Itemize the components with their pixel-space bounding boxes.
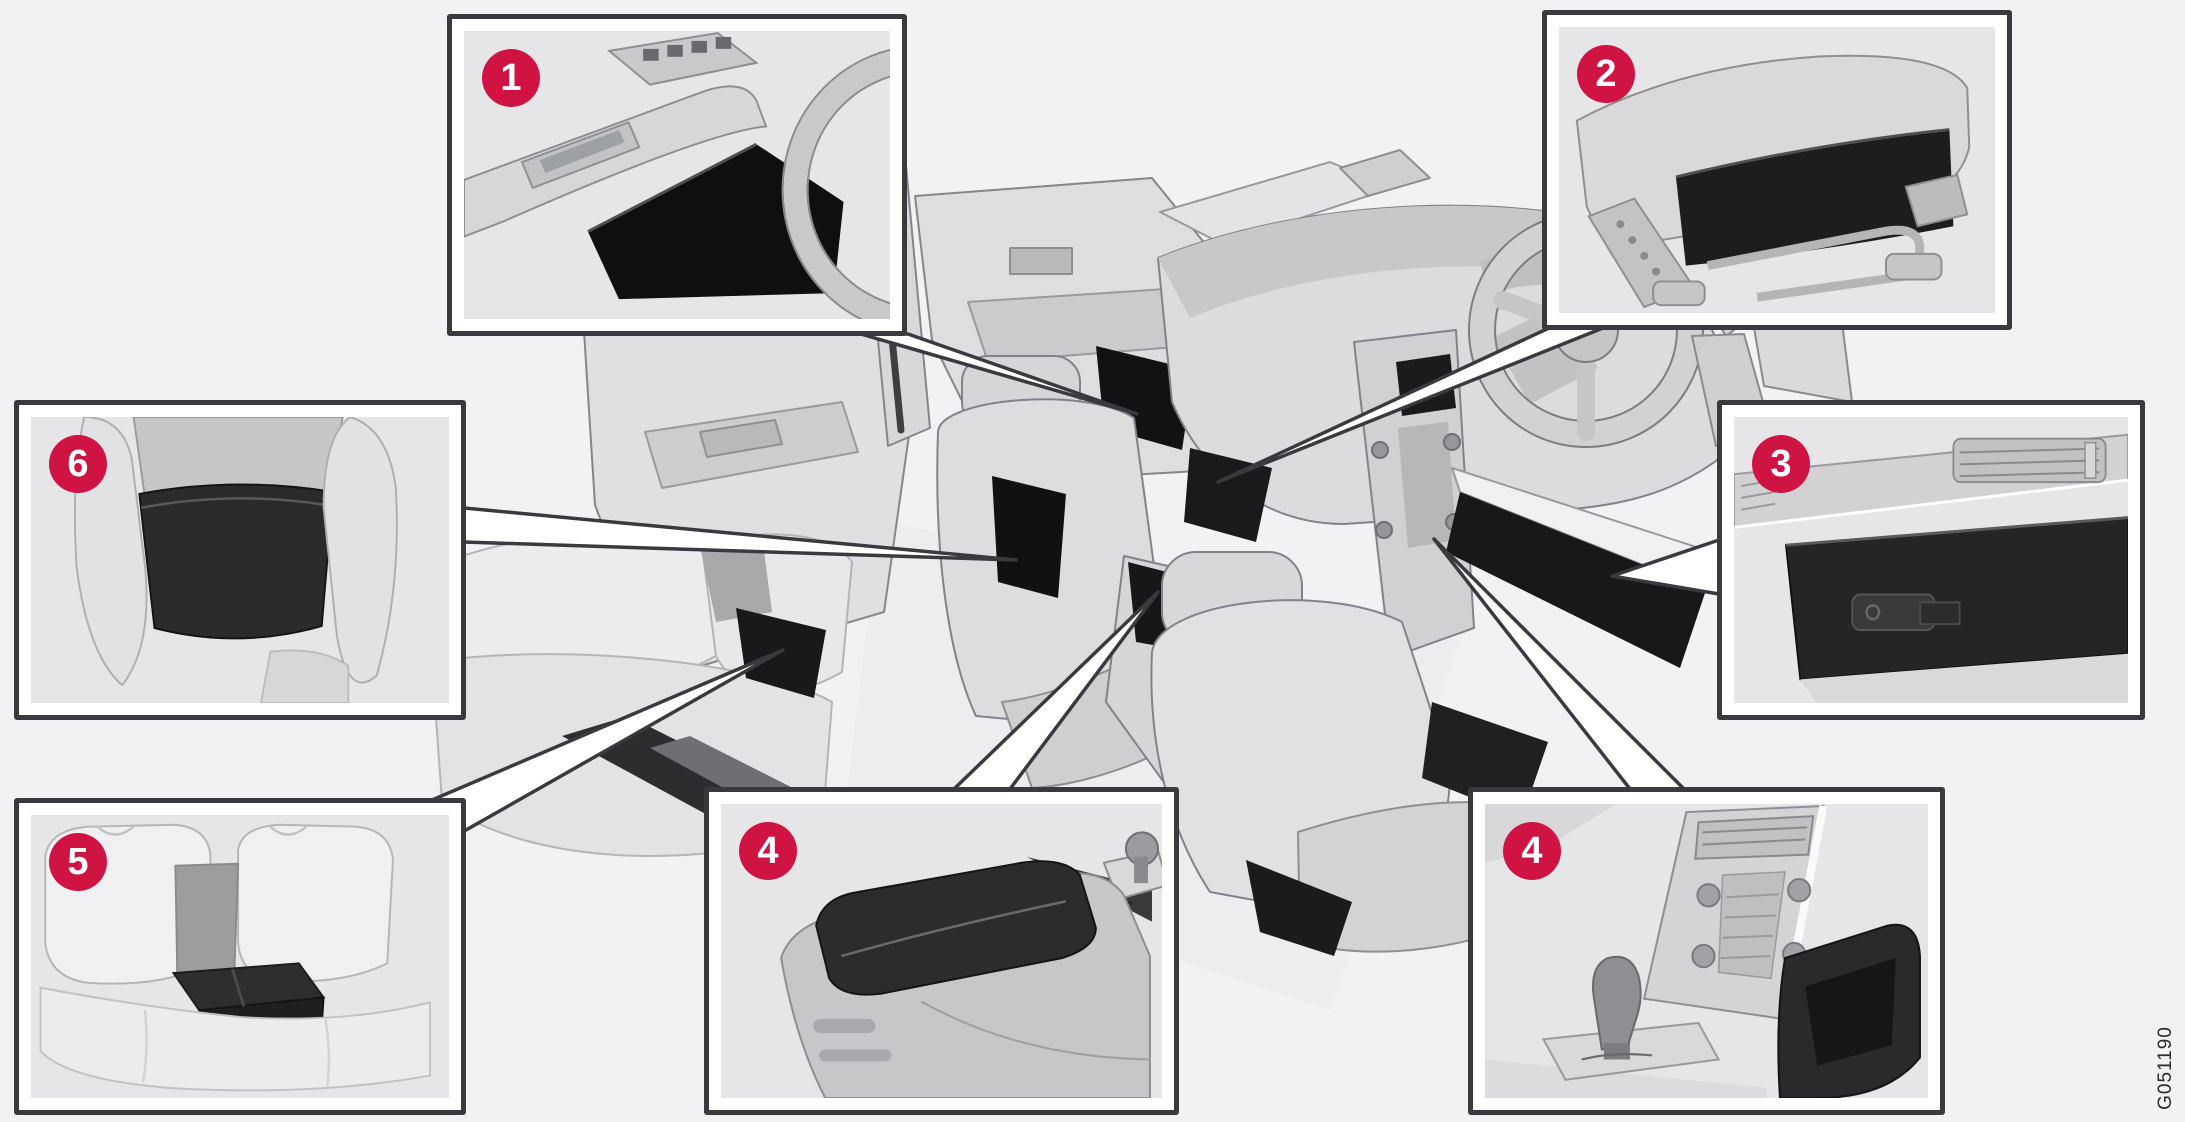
seatback-pocket-opening — [992, 476, 1066, 598]
callout-rear-armrest: 5 — [14, 798, 466, 1115]
callout-glovebox: 3 — [1717, 400, 2145, 720]
glovebox-opening — [1446, 492, 1706, 668]
tunnel-console-illustration — [780, 831, 1162, 1098]
callout-seatback-pocket: 6 — [14, 400, 466, 720]
callout-badge: 4 — [1503, 822, 1561, 880]
rearview-mirror — [1339, 149, 1431, 197]
under-seat-storage-illustration — [1575, 54, 1971, 309]
seatback-pocket-illustration — [73, 417, 398, 703]
window-switches — [1009, 247, 1073, 275]
rear-armrest-illustration — [39, 823, 431, 1092]
callout-under-seat-storage: 2 — [1542, 10, 2012, 330]
door-pocket-illustration — [464, 31, 890, 319]
knob — [1443, 433, 1461, 451]
callout-badge: 3 — [1752, 435, 1810, 493]
callout-badge: 5 — [49, 833, 107, 891]
callout-badge: 4 — [739, 822, 797, 880]
center-buttons — [1398, 422, 1456, 548]
knob — [1371, 441, 1389, 459]
under-seat-opening — [1184, 448, 1272, 542]
under-passenger-seat-shadow — [1246, 860, 1352, 956]
rear-door-handle — [699, 419, 783, 458]
callout-badge: 1 — [482, 49, 540, 107]
callout-center-stack-storage: 4 — [1468, 787, 1945, 1115]
callout-door-pocket: 1 — [447, 14, 907, 336]
callout-badge: 2 — [1577, 45, 1635, 103]
callout-tunnel-console-storage: 4 — [704, 787, 1179, 1115]
callout-badge: 6 — [49, 435, 107, 493]
figure-code-label: G051190 — [2155, 1026, 2176, 1110]
rear-armrest-recess — [700, 536, 772, 622]
leader-lines — [430, 326, 1721, 832]
knob — [1375, 521, 1393, 539]
